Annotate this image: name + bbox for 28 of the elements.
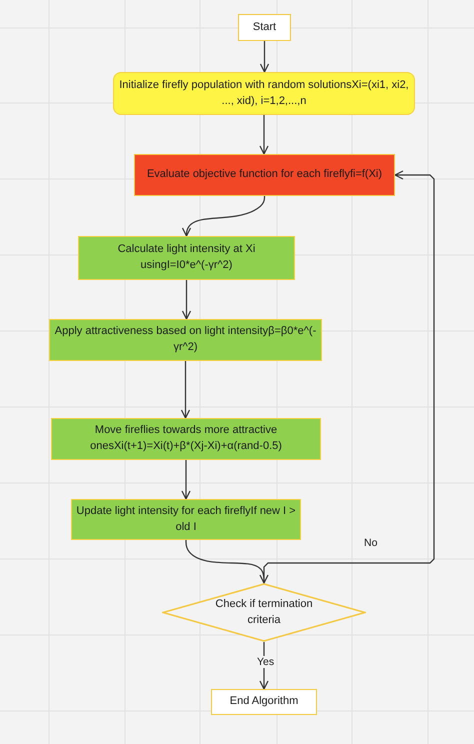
process-box (134, 154, 395, 196)
arrow (182, 280, 192, 320)
process-box (71, 499, 301, 540)
process-box (113, 72, 415, 115)
arrow (260, 41, 270, 73)
node-text: Evaluate objective function for each fireflyfi=f(Xi) (146, 167, 384, 182)
terminal-box (211, 689, 317, 715)
node-text: Check if termination criteria (214, 596, 314, 628)
arrow (180, 361, 190, 419)
process-box (78, 236, 295, 280)
arrow (181, 460, 191, 500)
node-text: Initialize firefly population with random solutionsXi=(xi1, xi2, ..., xid), i=1,2,...,n (118, 78, 410, 108)
decision-diamond (162, 583, 366, 642)
edge-label: No (362, 537, 380, 549)
node-text: Move fireflies towards more attractive onesXi(t+1)=Xi(t)+β*(Xj-Xi)+α(rand-0.5) (89, 423, 283, 454)
node-text: Update light intensity for each fireflyIf new I > old I (75, 504, 297, 534)
terminal-box (238, 14, 291, 41)
arrow (259, 115, 269, 155)
node-text: Apply attractiveness based on light intensityβ=β0*e^(-γr^2) (54, 324, 318, 355)
arrow (263, 170, 435, 583)
arrow (185, 540, 269, 584)
node-text: Start (252, 20, 278, 35)
arrow (182, 196, 266, 237)
process-box (51, 418, 321, 460)
node-text: Calculate light intensity at Xi usingI=I0*e^(-γr^2) (116, 242, 256, 273)
process-box (49, 319, 322, 361)
edge-label: Yes (255, 656, 276, 668)
node-text: End Algorithm (228, 694, 300, 710)
